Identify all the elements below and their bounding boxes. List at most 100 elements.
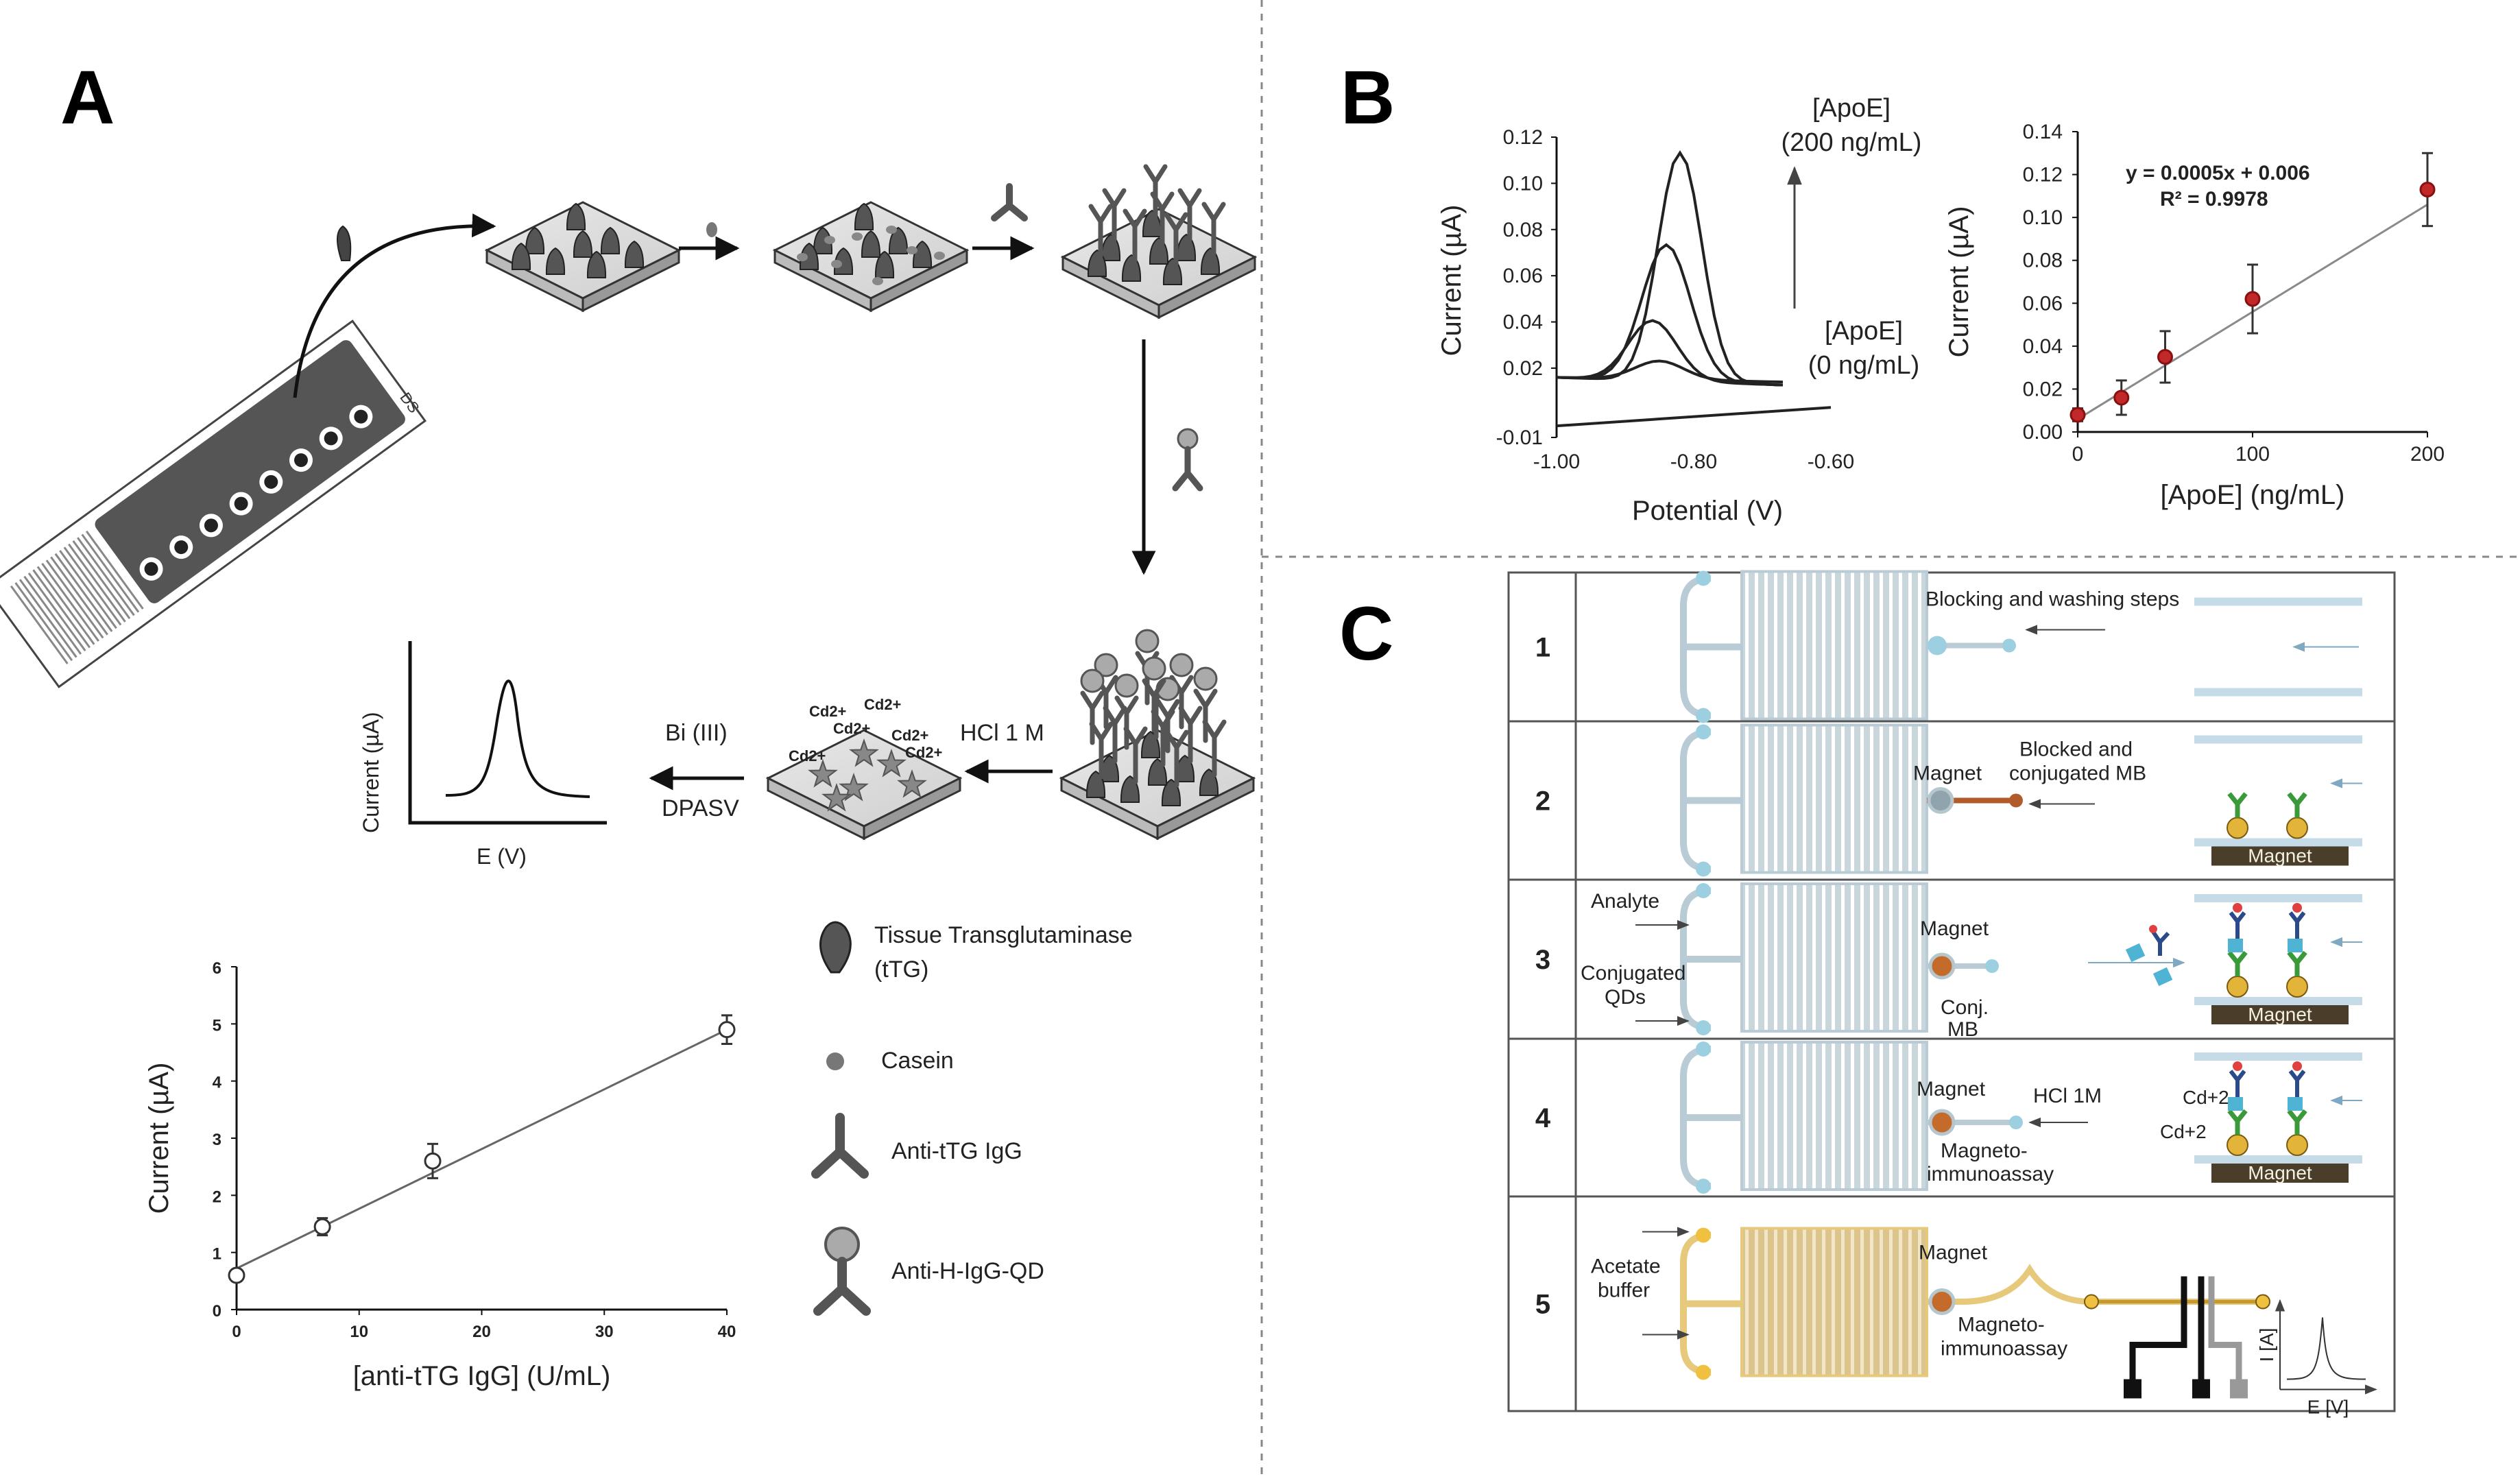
contact-line (63, 546, 122, 626)
plate-side-right (869, 248, 968, 313)
capture-antibody (2227, 950, 2248, 976)
magnet-label: Magnet (2248, 1004, 2312, 1025)
ttg-molecule-icon (337, 225, 352, 261)
chip-row-2 (1680, 723, 1928, 877)
casein-marker (852, 232, 863, 241)
mini-y-label: I [A] (2256, 1328, 2277, 1362)
qd-star-marker (821, 782, 852, 812)
casein-marker (872, 277, 883, 285)
panel-c-letter: C (1339, 592, 1393, 676)
x-tick-label: -0.80 (1670, 450, 1717, 473)
ttg-marker (600, 226, 621, 254)
x-tick-label: 40 (718, 1323, 736, 1341)
contact-line (27, 573, 86, 652)
inset-xlabel: E (V) (477, 844, 527, 869)
row-label: Blocking and washing steps (1925, 588, 2179, 611)
qd-star-marker (897, 769, 927, 798)
magnetic-bead (2227, 817, 2248, 839)
ttg-marker (566, 202, 586, 230)
contact-line (45, 559, 104, 639)
magnet-chamber (1928, 1288, 1956, 1315)
quantum-dot-marker (1080, 669, 1105, 693)
electrode-well (169, 535, 193, 559)
cd-label: Cd2+ (864, 696, 901, 713)
electrode-pad (2230, 1379, 2248, 1399)
y-tick-label: 0.06 (1503, 265, 1543, 287)
y-tick-label: 0 (213, 1302, 221, 1321)
screen-printed-electrode-strip: DS (0, 320, 427, 688)
row-label: conjugated MB (2009, 762, 2146, 785)
cd-ion-label: Cd+2 (2183, 1087, 2229, 1108)
row-label: Magnet (1913, 762, 1982, 785)
antibody-marker (1201, 202, 1226, 256)
port (2084, 1294, 2099, 1310)
row-label: QDs (1605, 986, 1646, 1009)
magnet-label: Magnet (2248, 845, 2312, 867)
channel-top-wall (2194, 1052, 2362, 1061)
plate-side-right (581, 248, 680, 313)
magnet-chamber (1928, 1109, 1956, 1136)
analyte-block (2288, 939, 2303, 952)
serpentine-channel (1740, 723, 1928, 874)
cd-label: Cd2+ (905, 744, 942, 761)
magnet-chamber (1927, 787, 1954, 814)
detection-antibody (2229, 911, 2246, 939)
analyte-block (2228, 939, 2243, 952)
legend-casein: Casein (881, 1048, 954, 1074)
row-label: immunoassay (1941, 1338, 2067, 1360)
channel-top-wall (2194, 597, 2362, 606)
y-tick-label: 5 (213, 1016, 221, 1035)
antibody-qd-icon (813, 1227, 871, 1316)
electrode-well (259, 470, 283, 494)
electrode-well (319, 426, 343, 450)
detection-antibody (2288, 1070, 2306, 1097)
row-label: Magnet (1917, 1078, 1986, 1100)
y-tick-label: 0.12 (2023, 164, 2063, 186)
legend-anti-h-igg-qd: Anti-H-IgG-QD (891, 1258, 1044, 1284)
ttg-marker (874, 250, 895, 278)
qd-conjugate (2125, 943, 2146, 963)
x-tick-label: 20 (472, 1323, 491, 1341)
contact-line (81, 533, 140, 613)
electrode-well (289, 448, 313, 472)
data-point (2244, 291, 2261, 307)
serpentine-channel (1740, 570, 1928, 721)
plate-qd (1059, 629, 1256, 841)
electrode-well (229, 492, 253, 516)
data-point (2113, 389, 2130, 406)
well-center (354, 409, 368, 424)
well-center (264, 474, 278, 489)
quantum-dot-marker (1135, 629, 1160, 653)
contact-line (85, 530, 144, 610)
y-tick-label: 0.14 (2023, 121, 2063, 143)
ttg-marker (861, 230, 881, 258)
channel-bottom-wall (2194, 688, 2362, 697)
x-tick-label: 0 (2072, 443, 2084, 466)
row-label: Conjugated (1581, 962, 1685, 985)
row-label: Magneto- (1958, 1314, 2045, 1336)
y-tick-label: 0.04 (2023, 335, 2063, 358)
mini-peak-trace (2286, 1317, 2366, 1380)
row-label: MB (1947, 1018, 1978, 1041)
y-tick-label: 0.06 (2023, 292, 2063, 315)
annotation-top-line2: (200 ng/mL) (1781, 128, 1922, 157)
antibody-marker (1164, 212, 1188, 267)
x-tick-label: 200 (2410, 443, 2445, 466)
plate-side-right (1157, 255, 1256, 320)
well-center (144, 562, 158, 576)
capture-antibody (2287, 1109, 2307, 1135)
electrode-pad (2124, 1379, 2141, 1399)
qd-marker (2149, 925, 2157, 933)
row-label: Magnet (1920, 917, 1989, 940)
detection-antibody (2229, 1070, 2246, 1097)
x-tick-label: 10 (350, 1323, 368, 1341)
data-point (313, 1218, 331, 1236)
contact-line (32, 569, 91, 649)
antibody-marker (1102, 188, 1127, 243)
serpentine-channel (1740, 1227, 1928, 1377)
y-tick-label: 1 (213, 1245, 221, 1264)
inlet-port (1696, 1179, 1711, 1194)
antibody-marker (1177, 188, 1202, 243)
magnet-block (2211, 1164, 2349, 1183)
plate-side-right (1156, 776, 1255, 841)
